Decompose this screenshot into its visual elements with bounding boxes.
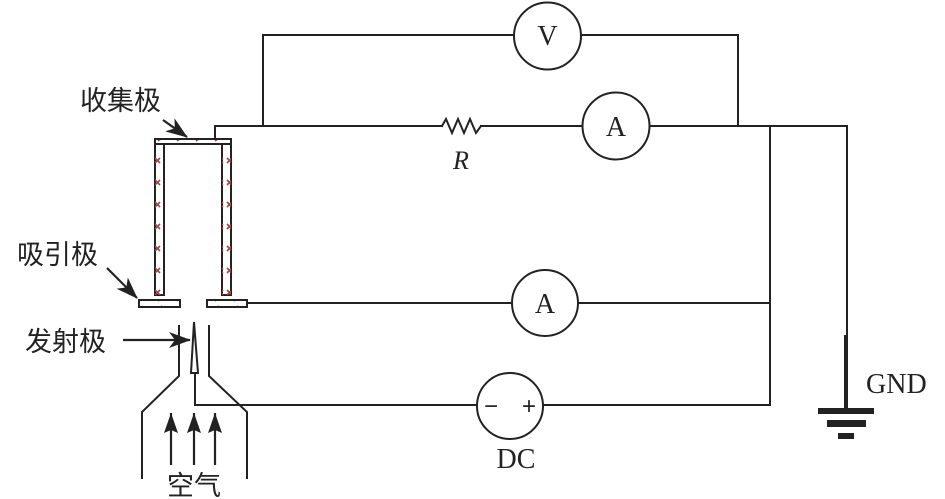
dc-source: − + [476, 372, 544, 440]
dc-minus-sign: − [484, 393, 498, 420]
collector-top-plate-marks [156, 140, 230, 143]
ground-symbol [818, 335, 874, 439]
voltmeter-right-wire [580, 34, 739, 127]
ammeter-middle: A [511, 269, 579, 337]
voltmeter: V [513, 1, 582, 71]
air-flow-arrows [164, 413, 222, 465]
ground-bar-3 [838, 433, 854, 439]
resistor-label: R [452, 146, 469, 175]
air-label: 空气 [167, 471, 221, 499]
voltmeter-left-wire [262, 34, 515, 127]
right-bus-to-ground-wire [649, 125, 848, 336]
collector-electrode [154, 138, 232, 296]
dc-source-label: DC [497, 444, 536, 475]
attractor-pointer-arrow-icon [106, 267, 138, 299]
emitter-lead-wire [194, 372, 478, 406]
collector-lead-wire [214, 125, 443, 140]
nozzle-left-wall [141, 325, 180, 479]
ammeter-top: A [581, 91, 651, 161]
nozzle-right-wall [208, 325, 248, 479]
voltmeter-symbol: V [537, 21, 557, 52]
attractor-label: 吸引极 [17, 240, 98, 271]
emitter-label: 发射极 [25, 327, 106, 358]
collector-label: 收集极 [80, 86, 161, 117]
collector-pointer-arrow-icon [162, 118, 188, 138]
dc-plus-sign: + [522, 393, 536, 420]
ammeter-top-symbol: A [606, 112, 627, 143]
attractor-left-plate-marks [140, 301, 179, 306]
ground-bar-2 [827, 420, 866, 427]
resistor-zigzag [440, 116, 483, 136]
ammeter-middle-symbol: A [535, 289, 556, 320]
attractor-right-plate-marks [208, 301, 246, 306]
ground-label: GND [866, 369, 927, 400]
attractor-electrode [138, 299, 248, 308]
collector-right-leg-marks [222, 139, 231, 295]
ground-bar-1 [818, 408, 874, 414]
emitter-needle [189, 321, 200, 374]
collector-left-leg-marks [155, 139, 164, 295]
